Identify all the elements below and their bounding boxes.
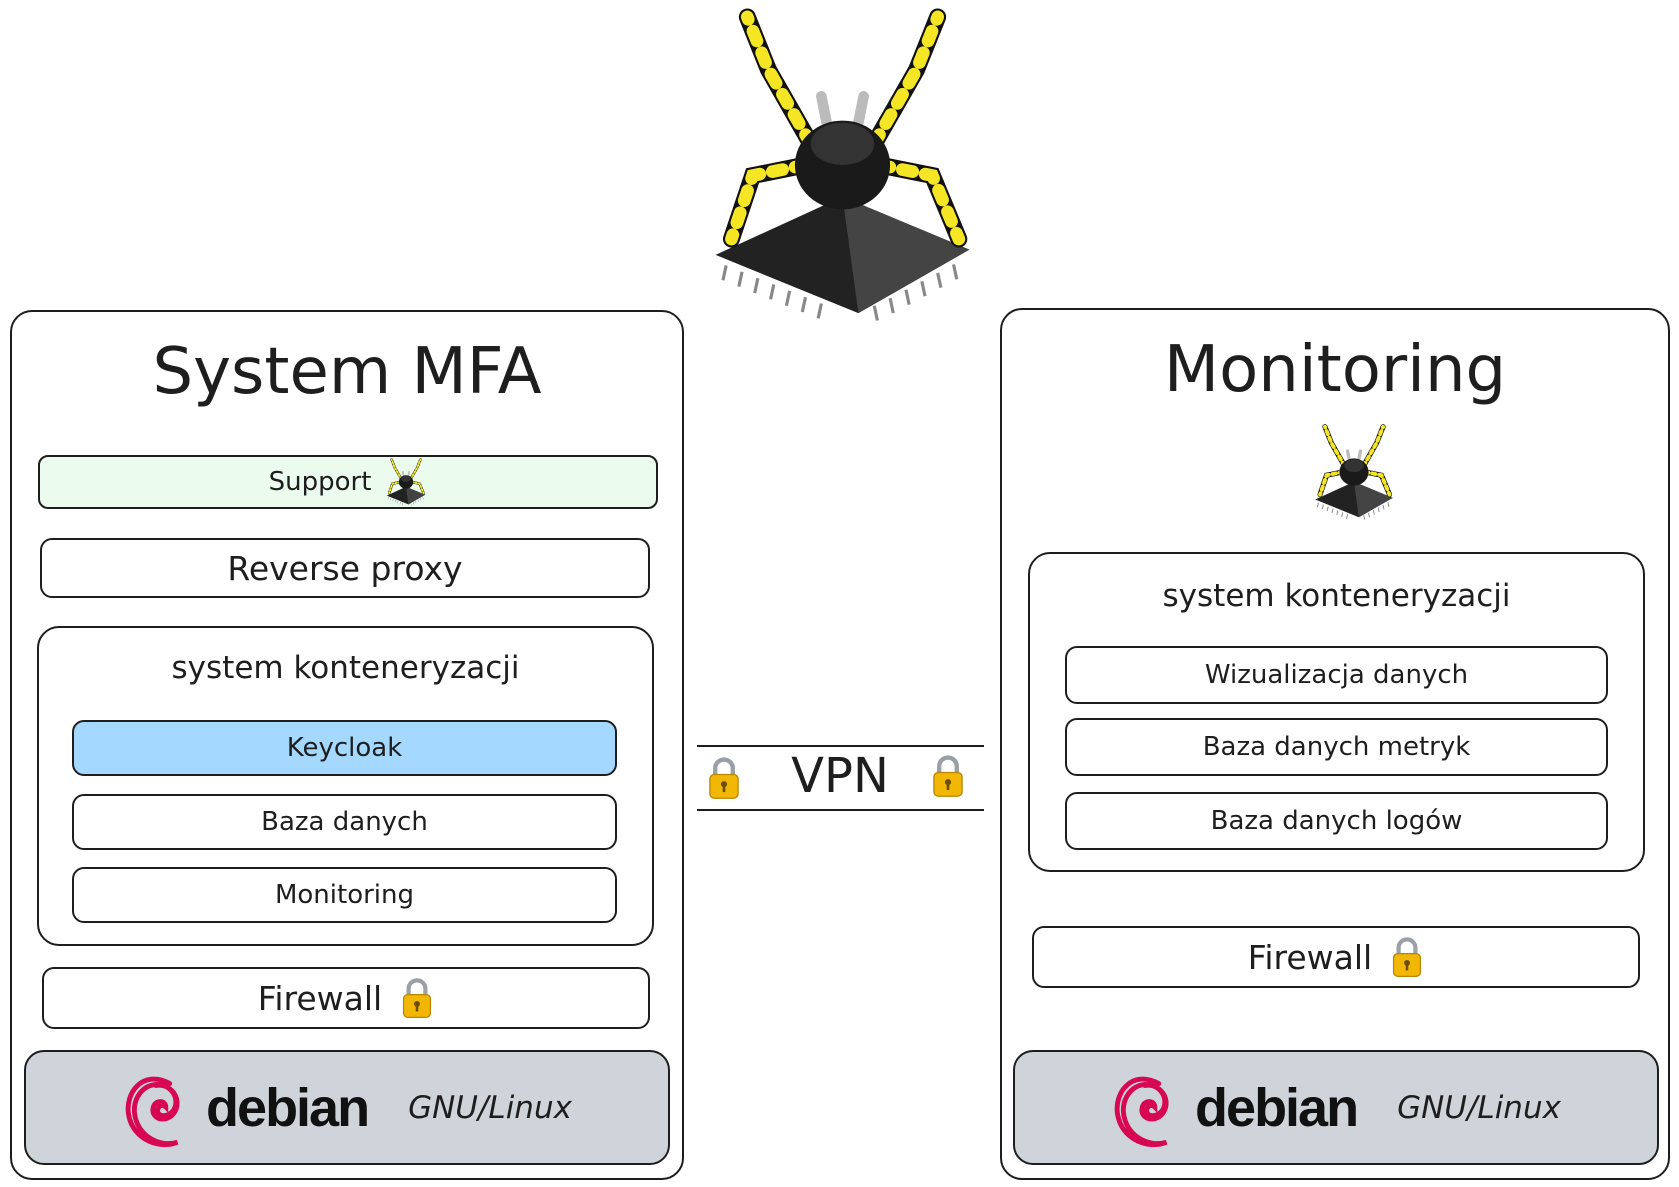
vpn-label: VPN (791, 748, 889, 804)
monitoring-system-box (1000, 308, 1670, 1180)
metrics-database-box: Baza danych metryk (1065, 718, 1608, 776)
mfa-system-box (10, 310, 684, 1180)
data-visualization-box: Wizualizacja danych (1065, 646, 1608, 704)
keycloak-box: Keycloak (72, 720, 617, 776)
database-box: Baza danych (72, 794, 617, 850)
mfa-firewall-label: Firewall (257, 978, 383, 1018)
support-label: Support (268, 467, 372, 497)
database-label: Baza danych (261, 807, 428, 837)
monitoring-firewall-box: Firewall (1032, 926, 1640, 988)
monitoring-title: Monitoring (1163, 333, 1507, 407)
mfa-firewall-box: Firewall (42, 967, 650, 1029)
spider-chip-small-icon (385, 458, 427, 506)
monitoring-agent-box: Monitoring (72, 867, 617, 923)
debian-wordmark: debian (206, 1077, 370, 1138)
logs-database-box: Baza danych logów (1065, 792, 1608, 850)
monitoring-spider-logo-icon (1312, 422, 1396, 522)
monitoring-agent-label: Monitoring (274, 880, 415, 910)
gnu-linux-label: GNU/Linux (408, 1089, 572, 1126)
debian-swirl-icon (122, 1064, 192, 1152)
gnu-linux-label: GNU/Linux (1397, 1089, 1561, 1126)
vpn-right-lock-icon (930, 754, 966, 798)
mfa-container-system-title: system konteneryzacji (171, 650, 520, 686)
mfa-debian-os-box: debian GNU/Linux (24, 1050, 670, 1165)
vpn-left-lock-icon (706, 756, 742, 800)
support-box: Support (38, 455, 658, 509)
debian-wordmark: debian (1195, 1077, 1359, 1138)
debian-swirl-icon (1111, 1064, 1181, 1152)
data-visualization-label: Wizualizacja danych (1204, 660, 1469, 690)
vpn-top-line (697, 745, 984, 747)
mfa-container-system-box (37, 626, 654, 946)
monitoring-firewall-label: Firewall (1247, 937, 1373, 977)
lock-icon (400, 977, 434, 1019)
monitoring-container-system-box (1028, 552, 1645, 872)
keycloak-label: Keycloak (286, 733, 403, 763)
metrics-database-label: Baza danych metryk (1202, 732, 1471, 762)
logs-database-label: Baza danych logów (1210, 806, 1463, 836)
vpn-bottom-line (697, 809, 984, 811)
reverse-proxy-label: Reverse proxy (227, 548, 463, 588)
reverse-proxy-box: Reverse proxy (40, 538, 650, 598)
mfa-title: System MFA (152, 335, 542, 409)
monitoring-container-system-title: system konteneryzacji (1162, 578, 1511, 614)
monitoring-debian-os-box: debian GNU/Linux (1013, 1050, 1659, 1165)
spider-chip-logo-icon (705, 5, 980, 325)
lock-icon (1390, 936, 1424, 978)
